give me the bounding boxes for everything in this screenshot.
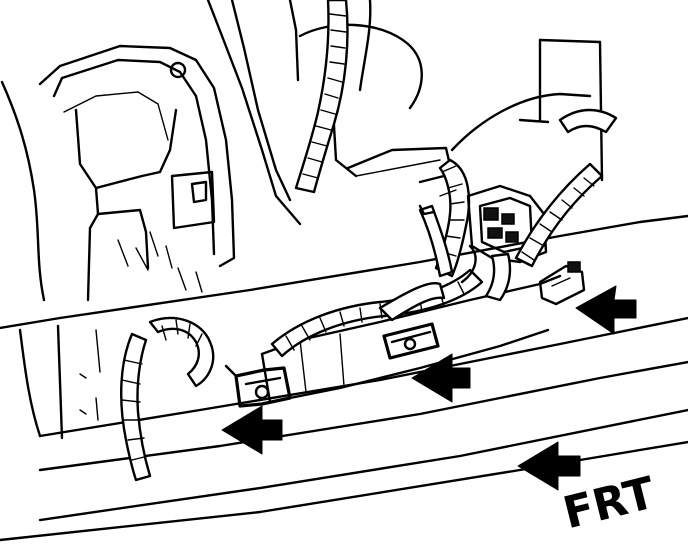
arrow-front-direction [517,441,581,491]
rear-retainer-clip [224,364,292,408]
front-direction-label: FRT [558,468,660,540]
middle-retainer-clip [382,322,440,360]
arrow-rear-fastener [221,405,283,455]
center-pillar-trim [206,0,604,226]
right-harness-conduit [514,108,618,268]
rear-trim-panel [0,44,236,302]
connector-bundle [418,158,548,302]
upper-harness-conduit [294,0,349,194]
front-retainer-clip [538,261,586,306]
rocker-sill [0,214,688,542]
lower-harness-conduit [270,268,484,358]
left-harness-loop [120,316,215,482]
arrow-front-fastener [575,285,637,335]
arrow-middle-fastener [411,353,471,403]
